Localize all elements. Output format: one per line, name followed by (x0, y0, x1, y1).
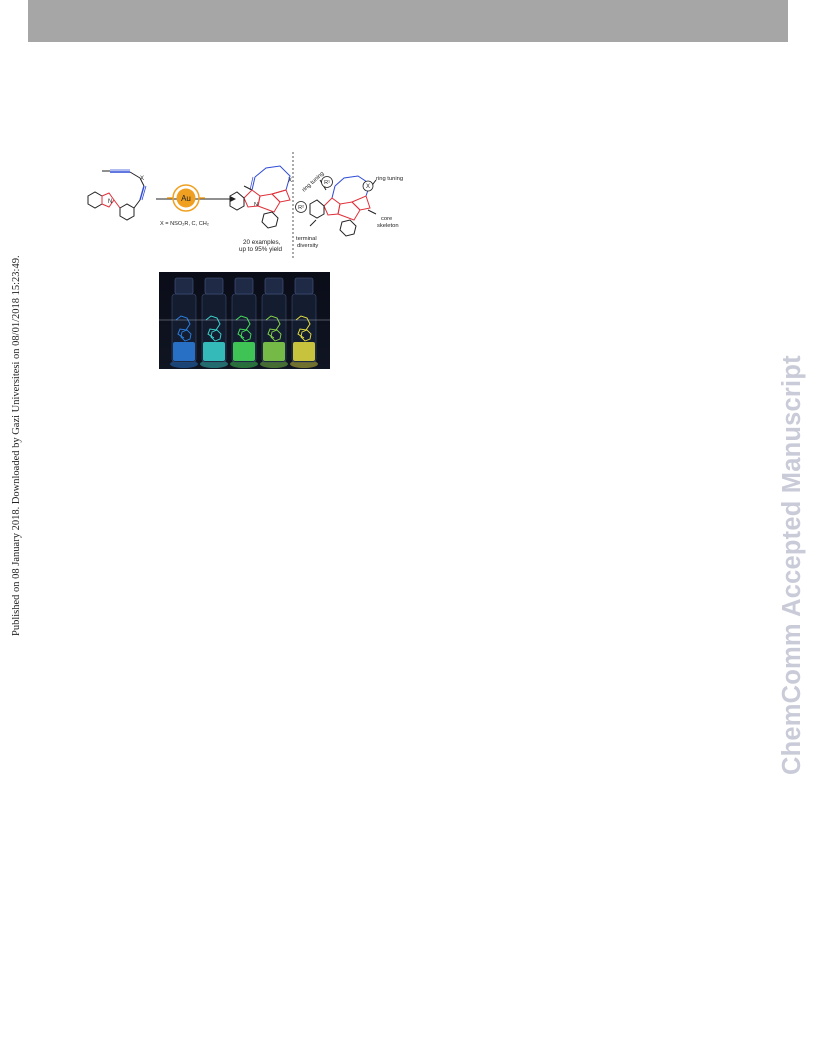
terminal-label: terminal (296, 236, 317, 242)
product-nitrogen-label: N (254, 202, 258, 208)
vial (260, 277, 288, 368)
arrow-head (230, 196, 236, 202)
gold-catalyst-icon (167, 184, 205, 212)
skeleton-label: skeleton (377, 223, 399, 229)
x-definition: X = NSO₂R, C, CH₂ (160, 221, 209, 227)
examples-line: 20 examples, (243, 239, 281, 246)
header-bar (28, 0, 788, 42)
reaction-scheme: N X Au X = NSO₂R, C, CH₂ N X 20 examples… (87, 152, 403, 260)
accepted-manuscript-watermark: ChemComm Accepted Manuscript (778, 355, 806, 775)
r2-circle (295, 201, 307, 213)
vial (200, 277, 228, 368)
yield-line: up to 95% yield (239, 246, 283, 253)
r1-circle (321, 176, 333, 188)
annotated-structure (309, 175, 377, 237)
vial (230, 277, 258, 368)
starting-x-label: X (140, 176, 144, 182)
product-structure (229, 165, 291, 229)
size-tuning-label: ring tuning (376, 176, 403, 182)
core-label: core (381, 216, 392, 222)
r2-label: R² (298, 205, 304, 211)
fluorescence-photo (159, 272, 330, 369)
vial (170, 277, 198, 368)
x-circle (362, 180, 374, 192)
publication-note: Published on 08 January 2018. Downloaded… (11, 255, 22, 636)
nitrogen-label: N (108, 199, 112, 205)
starting-material (87, 169, 147, 221)
diversity-label: diversity (297, 243, 318, 249)
vial-row (170, 277, 318, 368)
r1-label: R¹ (324, 180, 330, 186)
vial (290, 277, 318, 368)
catalyst-label: Au (181, 194, 191, 203)
product-x-label: X (288, 178, 292, 184)
annotated-x-label: X (366, 184, 370, 190)
